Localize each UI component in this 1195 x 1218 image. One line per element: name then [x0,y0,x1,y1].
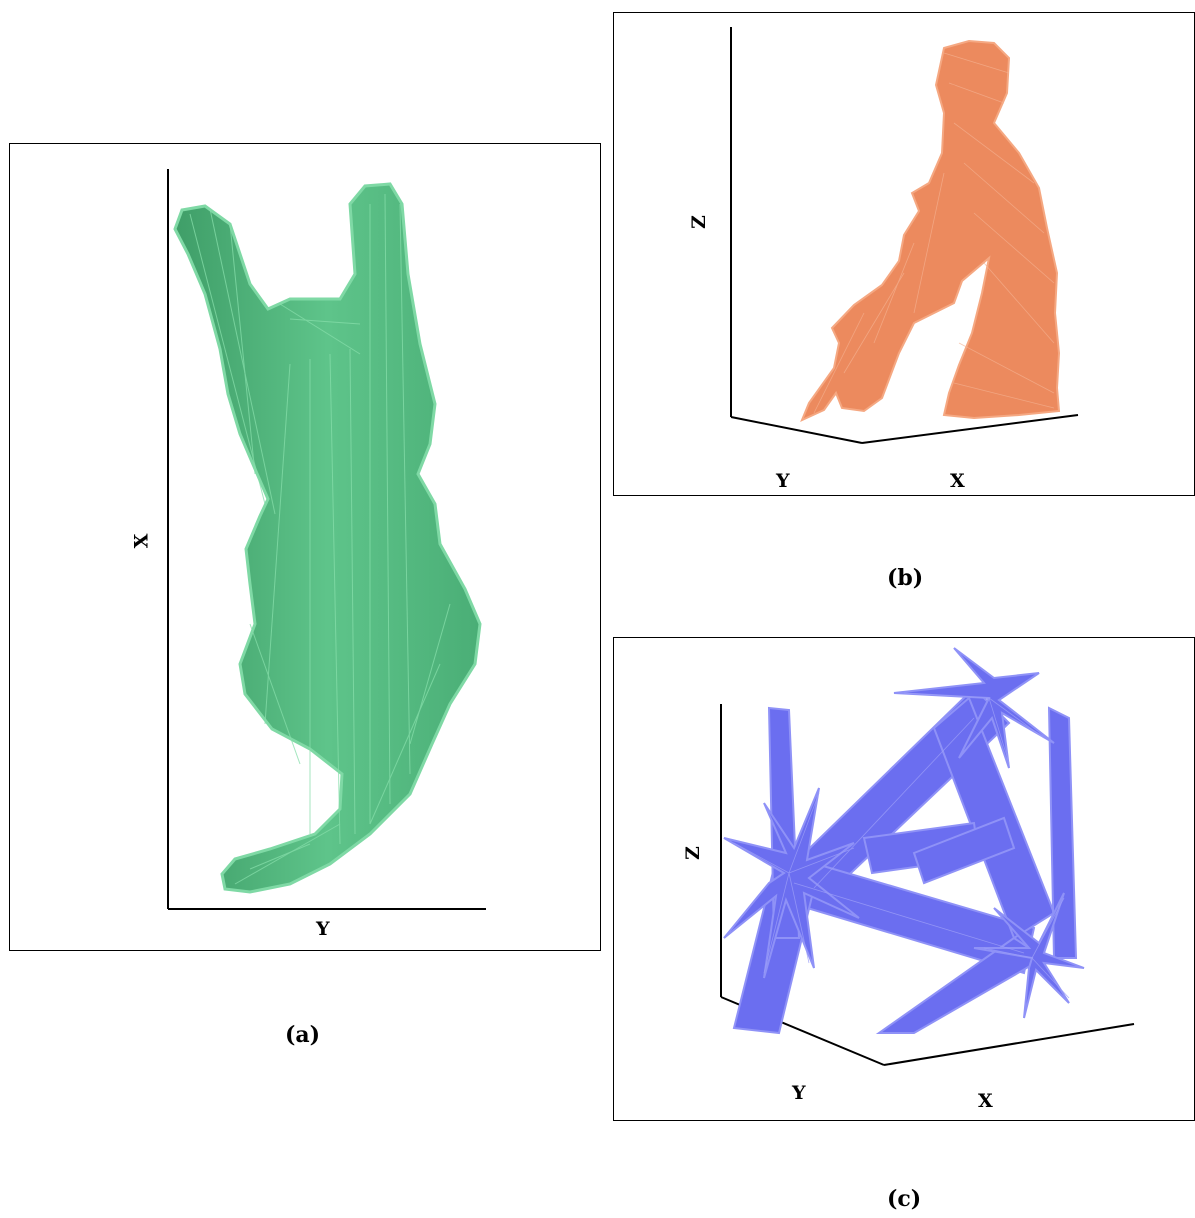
panel-c-plot [614,638,1194,1120]
panel-b-right-axis-label: X [950,470,965,492]
panel-a-plot [10,144,600,950]
panel-b-plot [614,13,1194,495]
panel-c-right-axis-label: X [978,1090,993,1112]
panel-b-mesh-shape [802,41,1059,420]
panel-b-left-axis-label: Y [776,470,790,492]
panel-a-horizontal-axis-label: Y [316,918,330,940]
panel-b: Y X Z [613,12,1195,496]
panel-c: Y X Z [613,637,1195,1121]
panel-a: Y X [9,143,601,951]
panel-b-caption: (b) [887,565,923,591]
panel-c-caption: (c) [887,1186,921,1212]
panel-a-caption: (a) [285,1022,320,1048]
panel-c-mesh-shape [724,648,1084,1033]
panel-c-left-axis-label: Y [792,1082,806,1104]
panel-a-vertical-axis-label: X [130,534,152,549]
panel-c-right-axis [884,1024,1134,1065]
panel-b-right-axis [862,415,1078,443]
panel-a-mesh-shape [175,184,480,892]
panel-c-vertical-axis-label: Z [682,846,704,860]
panel-b-left-axis [731,417,862,443]
panel-b-vertical-axis-label: Z [688,215,710,229]
